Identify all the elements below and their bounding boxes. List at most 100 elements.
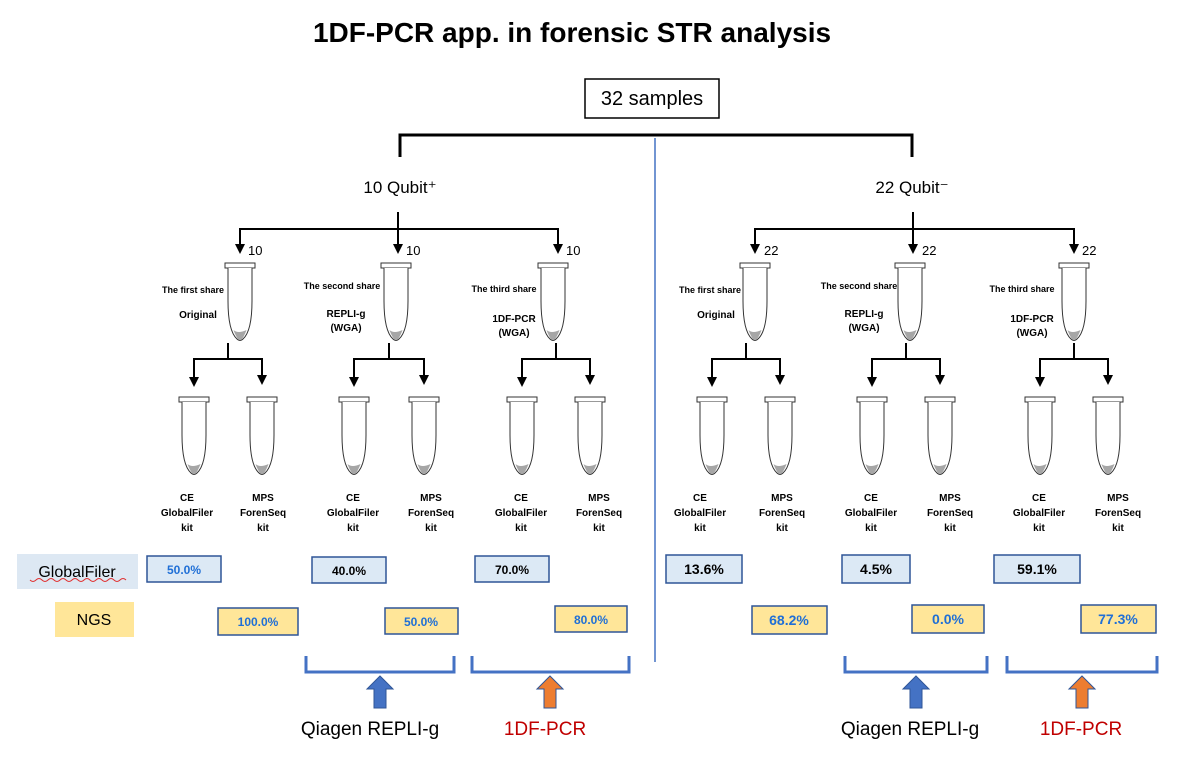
share-count: 22 xyxy=(922,243,936,258)
share-tube xyxy=(1058,262,1090,341)
kit-tube xyxy=(178,396,210,475)
bracket-repli-g-left xyxy=(304,656,456,674)
ngs-result-value: 68.2% xyxy=(769,612,809,628)
ce-kit-label: GlobalFiler xyxy=(327,508,379,519)
kit-tube xyxy=(338,396,370,475)
share-method: (WGA) xyxy=(330,323,361,334)
share-title: The first share xyxy=(162,285,224,295)
ce-kit-label: kit xyxy=(1033,523,1045,534)
share-title: The second share xyxy=(304,281,381,291)
bracket-1df-pcr-right xyxy=(1005,656,1159,674)
share-tube xyxy=(894,262,926,341)
up-arrow-icon xyxy=(535,675,565,709)
ngs-result-value: 100.0% xyxy=(238,615,279,629)
ce-kit-label: CE xyxy=(346,493,360,504)
share-count: 10 xyxy=(566,243,580,258)
kit-tube xyxy=(408,396,440,475)
ngs-result-value: 80.0% xyxy=(574,613,608,627)
ngs-result-box xyxy=(217,607,299,636)
share-method: (WGA) xyxy=(498,328,529,339)
share-title: The first share xyxy=(679,285,741,295)
ngs-result-value: 0.0% xyxy=(932,611,964,627)
share-count: 10 xyxy=(406,243,420,258)
ce-kit-label: GlobalFiler xyxy=(495,508,547,519)
kit-tube xyxy=(574,396,606,475)
bottom-label-1df-pcr: 1DF-PCR xyxy=(1040,719,1122,740)
kit-tube xyxy=(924,396,956,475)
mps-kit-label: ForenSeq xyxy=(576,508,622,519)
ce-kit-label: CE xyxy=(514,493,528,504)
ce-kit-label: kit xyxy=(347,523,359,534)
ce-kit-label: GlobalFiler xyxy=(1013,508,1065,519)
share-tube xyxy=(739,262,771,341)
ce-result-box xyxy=(474,555,550,583)
ce-result-box xyxy=(841,554,911,584)
ce-kit-label: GlobalFiler xyxy=(674,508,726,519)
spellcheck-underline xyxy=(29,578,127,582)
bottom-label-1df-pcr: 1DF-PCR xyxy=(504,719,586,740)
kit-tube xyxy=(1092,396,1124,475)
ngs-result-box xyxy=(554,605,628,633)
ce-kit-label: kit xyxy=(515,523,527,534)
mps-kit-label: MPS xyxy=(1107,493,1129,504)
mps-kit-label: kit xyxy=(257,523,269,534)
ce-kit-label: kit xyxy=(694,523,706,534)
share-tube xyxy=(380,262,412,341)
bracket-repli-g-right xyxy=(843,656,989,674)
share-tube xyxy=(537,262,569,341)
share-method: (WGA) xyxy=(1016,328,1047,339)
mps-kit-label: MPS xyxy=(939,493,961,504)
ngs-result-box xyxy=(384,607,459,635)
mps-kit-label: MPS xyxy=(252,493,274,504)
ce-result-value: 70.0% xyxy=(495,563,529,577)
diagram-title: 1DF-PCR app. in forensic STR analysis xyxy=(313,17,831,48)
ce-result-box xyxy=(311,556,387,584)
share-count: 22 xyxy=(1082,243,1096,258)
bottom-label-repli-g: Qiagen REPLI-g xyxy=(301,719,439,740)
root-split-connector xyxy=(398,133,914,157)
globalfiler-row-label: GlobalFiler xyxy=(38,564,116,581)
mps-kit-label: ForenSeq xyxy=(759,508,805,519)
ce-kit-label: CE xyxy=(180,493,194,504)
mps-kit-label: kit xyxy=(944,523,956,534)
kit-tube xyxy=(696,396,728,475)
ngs-result-box xyxy=(751,605,828,635)
mps-kit-label: ForenSeq xyxy=(1095,508,1141,519)
mps-kit-label: kit xyxy=(425,523,437,534)
ce-kit-label: kit xyxy=(181,523,193,534)
root-box xyxy=(584,78,720,119)
mps-kit-label: MPS xyxy=(420,493,442,504)
ngs-result-boxes: 100.0% 50.0% 80.0% 68.2% 0.0% 77.3% xyxy=(217,604,1157,636)
mps-kit-label: ForenSeq xyxy=(408,508,454,519)
share-title: The second share xyxy=(821,281,898,291)
group-label-qubit-positive: 10 Qubit⁺ xyxy=(363,178,436,197)
mps-kit-label: kit xyxy=(593,523,605,534)
ce-kit-labels: CE GlobalFiler kit CE GlobalFiler kit CE… xyxy=(161,493,1065,534)
mps-kit-label: kit xyxy=(776,523,788,534)
ce-result-value: 4.5% xyxy=(860,561,892,577)
up-arrow-icon xyxy=(901,675,931,709)
ce-result-value: 59.1% xyxy=(1017,561,1057,577)
ngs-result-box xyxy=(1080,604,1157,634)
kit-tube xyxy=(506,396,538,475)
ce-result-box xyxy=(665,554,743,584)
bottom-label-repli-g: Qiagen REPLI-g xyxy=(841,719,979,740)
ce-result-value: 50.0% xyxy=(167,563,201,577)
share-method: REPLI-g xyxy=(845,309,884,320)
ce-result-box xyxy=(993,554,1081,584)
mps-kit-label: MPS xyxy=(771,493,793,504)
share-method: Original xyxy=(697,310,735,321)
share-count: 10 xyxy=(248,243,262,258)
ngs-result-value: 50.0% xyxy=(404,615,438,629)
mps-kit-label: ForenSeq xyxy=(927,508,973,519)
mps-kit-label: kit xyxy=(1112,523,1124,534)
ngs-row-label-bg xyxy=(55,602,134,637)
kit-tube xyxy=(1024,396,1056,475)
kit-tube xyxy=(856,396,888,475)
up-arrow-icon xyxy=(1067,675,1097,709)
ngs-result-box xyxy=(911,604,985,634)
globalfiler-row-label-bg xyxy=(17,554,138,589)
kit-split-connectors xyxy=(189,343,1113,387)
